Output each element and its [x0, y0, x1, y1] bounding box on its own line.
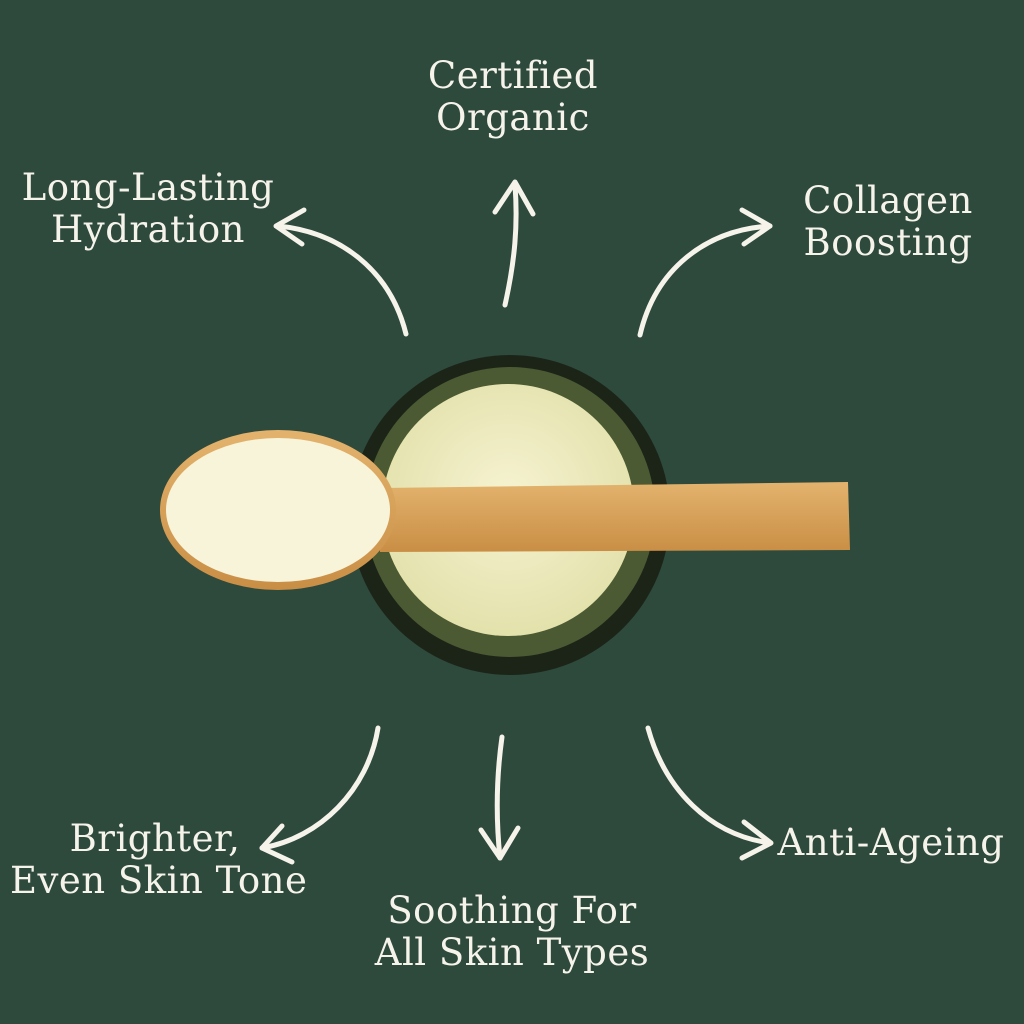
benefit-line: Collagen: [803, 179, 973, 222]
wooden-spoon: [160, 430, 850, 590]
benefit-certified-organic: Certified Organic: [413, 55, 613, 139]
arrow-down-right-icon: [645, 725, 774, 861]
arrow-up-icon: [492, 179, 536, 308]
benefit-anti-ageing: Anti-Ageing: [776, 822, 1006, 864]
benefit-soothing-all-skin-types: Soothing For All Skin Types: [372, 890, 652, 974]
benefit-line: All Skin Types: [374, 931, 650, 974]
benefit-long-lasting-hydration: Long-Lasting Hydration: [18, 167, 278, 251]
arrow-down-icon: [478, 734, 521, 861]
benefit-line: Brighter,: [69, 817, 241, 860]
benefit-line: Organic: [436, 96, 590, 139]
benefit-line: Even Skin Tone: [10, 859, 308, 902]
benefit-brighter-even-skin-tone: Brighter, Even Skin Tone: [10, 817, 308, 902]
benefit-line: Soothing For: [387, 889, 637, 932]
benefit-line: Certified: [427, 54, 599, 97]
benefit-line: Hydration: [51, 208, 245, 251]
arrow-down-left-icon: [259, 725, 381, 865]
arrow-up-left-icon: [273, 207, 409, 337]
benefit-line: Anti-Ageing: [777, 821, 1005, 864]
arrow-up-right-icon: [637, 207, 773, 338]
benefit-line: Boosting: [803, 221, 973, 264]
benefit-collagen-boosting: Collagen Boosting: [788, 180, 988, 264]
benefit-line: Long-Lasting: [21, 166, 275, 209]
